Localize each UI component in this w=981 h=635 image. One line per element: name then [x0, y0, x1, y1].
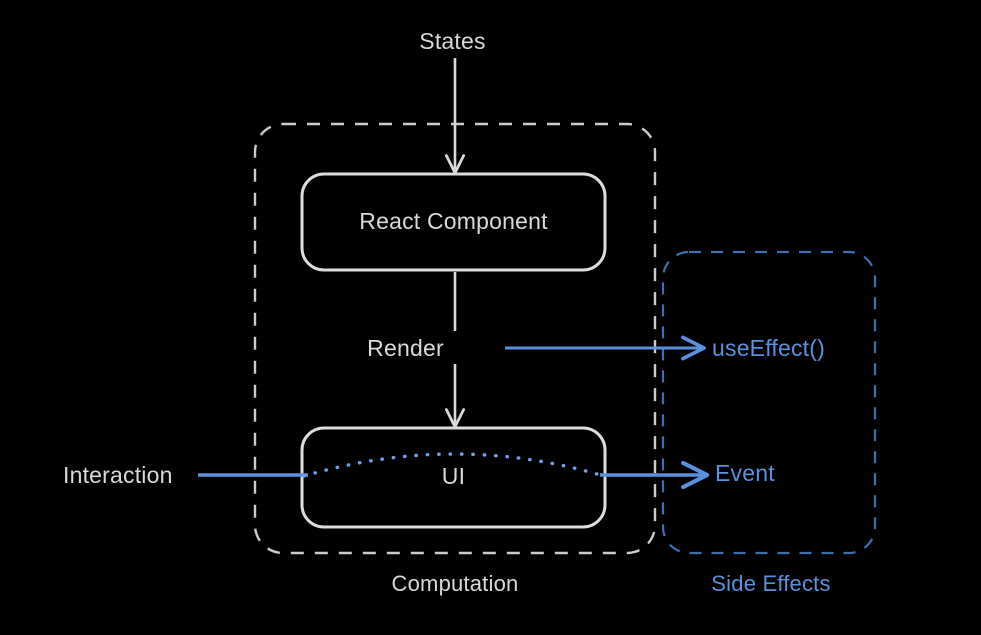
ui-label: UI [441, 463, 466, 489]
ui-dotted-arc [302, 452, 606, 478]
states-label: States [419, 28, 486, 54]
side-effects-group-border [661, 250, 877, 555]
computation-group-label: Computation [391, 571, 519, 596]
render-label: Render [367, 335, 444, 361]
event-label: Event [715, 460, 775, 486]
side-effects-group-label: Side Effects [711, 571, 831, 596]
interaction-label: Interaction [63, 462, 173, 488]
react-component-label: React Component [359, 208, 548, 234]
use-effect-label: useEffect() [712, 335, 825, 361]
